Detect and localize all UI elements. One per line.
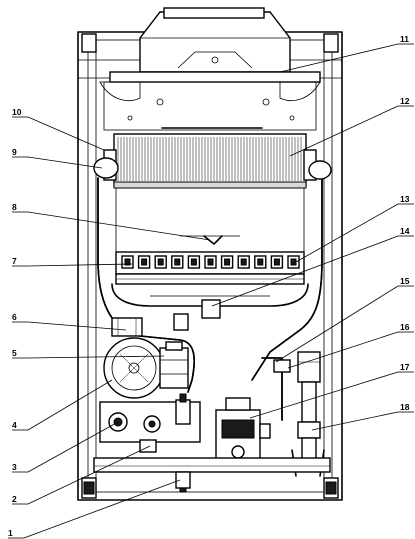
leader-line-13	[295, 203, 399, 263]
leader-line-7	[27, 263, 133, 267]
hydraulic-group	[99, 393, 201, 453]
callout-18: 18	[400, 402, 410, 412]
bottom-plate	[93, 457, 331, 493]
burner-nozzle	[141, 258, 148, 266]
callout-13: 13	[400, 194, 410, 204]
heat-exchanger-fins	[117, 137, 302, 181]
callout-15: 15	[400, 276, 410, 286]
burner	[115, 251, 305, 285]
callout-16: 16	[400, 322, 410, 332]
flue-hood	[99, 7, 321, 101]
callout-12: 12	[400, 96, 410, 106]
callout-14: 14	[400, 226, 410, 236]
leader-line-16	[287, 331, 399, 369]
callout-10: 10	[12, 107, 22, 117]
callout-6: 6	[12, 312, 17, 322]
callout-17: 17	[400, 362, 410, 372]
callout-9: 9	[12, 147, 17, 157]
burner-nozzle	[207, 258, 214, 266]
burner-nozzle	[190, 258, 197, 266]
callout-11: 11	[400, 34, 409, 44]
leader-line-1	[23, 479, 181, 539]
leader-line-10	[27, 116, 105, 151]
callout-5: 5	[12, 348, 17, 358]
leader-line-5	[27, 355, 165, 359]
leader-line-6	[27, 321, 127, 331]
leader-line-18	[311, 411, 399, 431]
callout-7: 7	[12, 256, 17, 266]
callout-3: 3	[12, 462, 17, 472]
leader-line-15	[275, 285, 399, 363]
leader-line-4	[27, 379, 113, 431]
air-separator	[111, 317, 143, 337]
heat-exchanger	[103, 133, 317, 189]
burner-cells	[121, 255, 300, 269]
callout-2: 2	[12, 494, 17, 504]
leader-line-17	[249, 371, 399, 419]
burner-nozzle	[240, 258, 247, 266]
leader-line-2	[27, 445, 151, 505]
callout-leaders	[8, 43, 414, 539]
gas-valve	[215, 397, 271, 467]
gas-inlet-pipe	[261, 357, 291, 421]
back-panel	[103, 81, 317, 131]
combustion-chamber	[115, 187, 305, 253]
leader-line-8	[27, 211, 211, 241]
gas-manifold	[111, 283, 309, 331]
burner-nozzle	[157, 258, 164, 266]
burner-nozzle	[290, 258, 297, 266]
leader-line-3	[27, 421, 119, 473]
burner-nozzle	[257, 258, 264, 266]
callout-labels: 1 2 3 4 5 6 7 8 9 10 11 12 13 14 15 16 1…	[8, 34, 410, 538]
leader-line-14	[211, 235, 399, 307]
burner-nozzle	[174, 258, 181, 266]
circulation-pump	[103, 337, 189, 399]
callout-4: 4	[12, 420, 17, 430]
callout-8: 8	[12, 202, 17, 212]
leader-line-11	[279, 43, 399, 73]
burner-nozzle	[273, 258, 280, 266]
burner-nozzle	[224, 258, 231, 266]
callout-1: 1	[8, 528, 13, 538]
leader-line-9	[27, 156, 103, 169]
leader-line-12	[289, 105, 399, 157]
burner-nozzle	[124, 258, 131, 266]
